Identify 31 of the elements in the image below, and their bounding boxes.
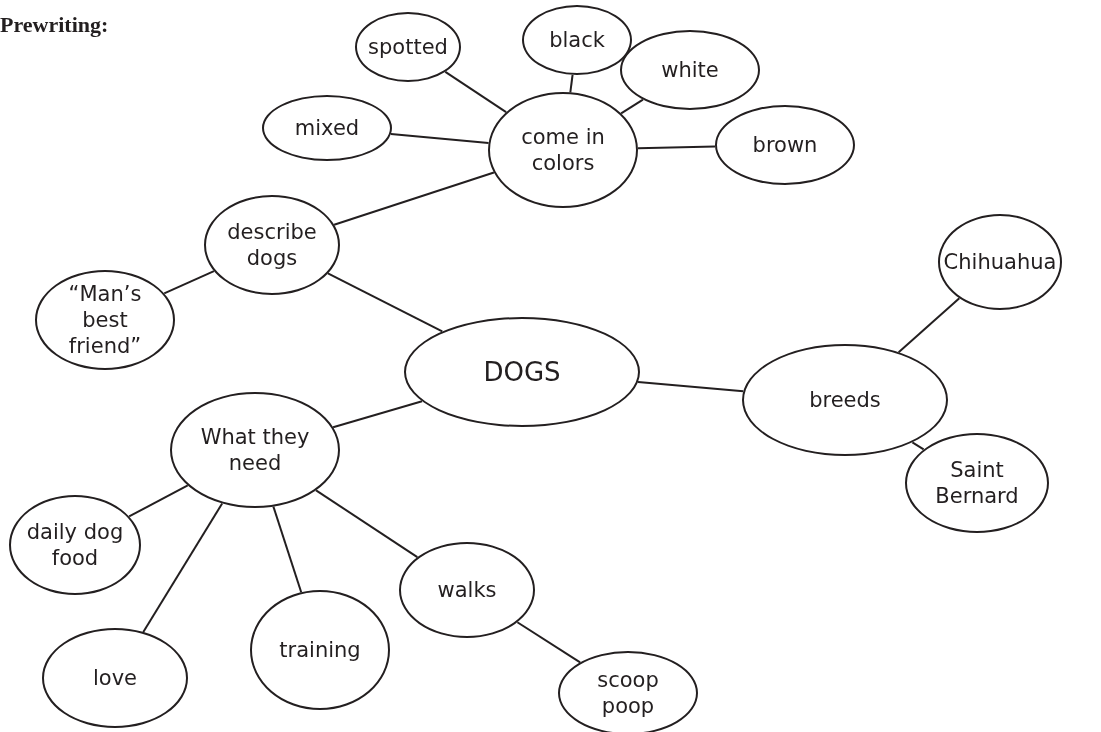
connector-line xyxy=(315,489,419,559)
bubble-text: scoop poop xyxy=(596,666,660,720)
connector-line xyxy=(636,145,717,150)
connector-line xyxy=(142,502,224,633)
bubble-text: love xyxy=(93,664,137,692)
connector-line xyxy=(897,297,961,354)
bubble-text: walks xyxy=(437,576,497,604)
bubble-text: Chihuahua xyxy=(943,248,1057,276)
connector-line xyxy=(569,73,574,94)
bubble-text: training xyxy=(279,636,361,664)
bubble-text: white xyxy=(661,56,719,84)
connector-line xyxy=(620,98,644,115)
bubble-text: spotted xyxy=(368,33,448,61)
heading: Prewriting: xyxy=(0,11,109,39)
connector-line xyxy=(272,505,303,594)
bubble-text: What they need xyxy=(199,423,311,477)
bubble-text: mixed xyxy=(294,114,360,142)
bubble-text: Saint Bernard xyxy=(934,456,1020,510)
connector-line xyxy=(911,441,925,451)
bubble-text: black xyxy=(549,26,605,54)
connector-line xyxy=(333,171,495,226)
bubble-text: brown xyxy=(752,131,818,159)
bubble-text: breeds xyxy=(809,386,881,414)
connector-line xyxy=(389,132,490,145)
bubble-text: daily dog food xyxy=(25,518,125,572)
bubble-text: DOGS xyxy=(483,355,561,389)
connector-line xyxy=(444,70,508,114)
bubble-text: come in colors xyxy=(520,123,606,177)
bubble-text: “Man’s best friend” xyxy=(67,280,143,360)
bubble-text: describe dogs xyxy=(226,218,318,272)
connector-line xyxy=(516,621,582,664)
